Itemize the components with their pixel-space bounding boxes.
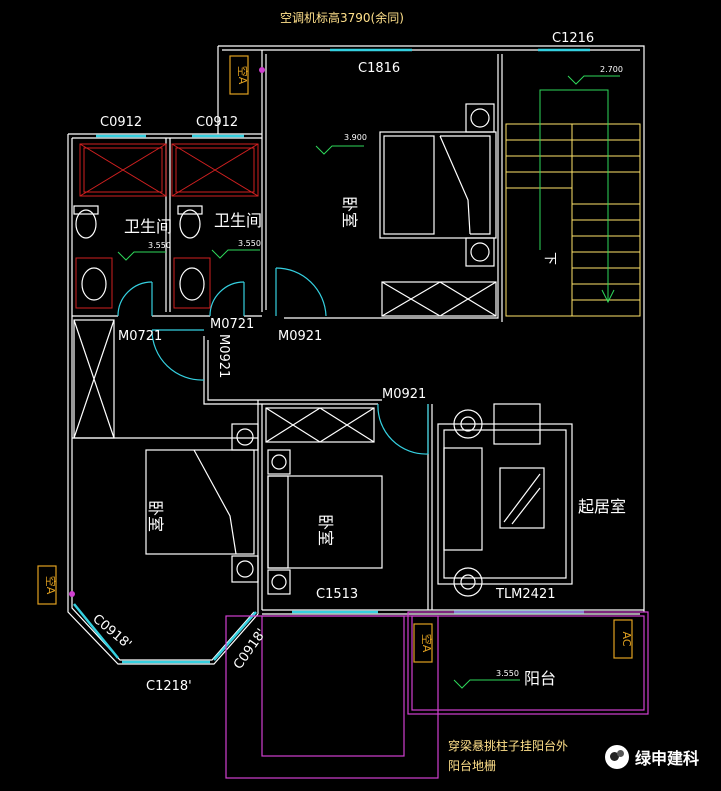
room-label-bath-1: 卫生间 xyxy=(124,217,172,236)
door-label-bath-left: M0721 xyxy=(118,329,162,344)
balcony-note-line-1: 穿梁悬挑柱子挂阳台外 xyxy=(448,738,568,753)
watermark: 绿申建科 xyxy=(604,745,699,769)
level-markers: 2.700 3.900 3.550 3.550 3.550 xyxy=(117,65,623,689)
room-label-balcony: 阳台 xyxy=(524,669,556,688)
window-label-living-door: TLM2421 xyxy=(495,587,555,602)
room-label-living: 起居室 xyxy=(578,497,626,516)
doors xyxy=(117,267,429,455)
furniture xyxy=(145,103,573,597)
labels: C1816 C1216 C0912 C0912 C1513 TLM2421 C0… xyxy=(89,31,626,773)
room-label-bedroom-left: 卧室 xyxy=(146,500,165,532)
balcony xyxy=(69,67,649,779)
window-label-stair: C1216 xyxy=(552,31,594,46)
window-label-bay-bottom: C1218' xyxy=(146,679,192,694)
ac-unit-label: 空A xyxy=(44,576,58,595)
level-bath-2: 3.550 xyxy=(238,239,261,248)
stair-direction-label: 下 xyxy=(542,252,557,265)
window-label-bath-right: C0912 xyxy=(196,115,238,130)
bathroom-fixtures xyxy=(73,143,259,439)
window-label-top-bedroom: C1816 xyxy=(358,61,400,76)
room-label-bath-2: 卫生间 xyxy=(214,211,262,230)
watermark-text: 绿申建科 xyxy=(634,749,699,768)
ac-unit-label: 空A xyxy=(236,66,250,85)
level-balcony: 3.550 xyxy=(496,669,519,678)
wechat-logo-icon xyxy=(604,745,629,769)
ac-units: 空A 空A 空A AC xyxy=(37,55,633,663)
level-bedroom-top: 3.900 xyxy=(344,133,367,142)
ac-unit-label: 空A xyxy=(420,634,434,653)
balcony-note-line-2: 阳台地栅 xyxy=(448,758,496,773)
window-label-bath-left: C0912 xyxy=(100,115,142,130)
header-note: 空调机标高3790(余同) xyxy=(280,10,404,25)
room-label-bedroom-mid: 卧室 xyxy=(316,514,335,546)
door-label-bottom-bedroom: M0921 xyxy=(382,387,426,402)
windows xyxy=(73,48,590,664)
stair xyxy=(505,89,641,317)
window-label-bottom-bedroom: C1513 xyxy=(316,587,358,602)
door-label-bath-right: M0721 xyxy=(210,317,254,332)
level-stair: 2.700 xyxy=(600,65,623,74)
ac-unit-label: AC xyxy=(620,631,633,646)
door-label-corridor: M0921 xyxy=(216,334,231,378)
door-label-top-bedroom: M0921 xyxy=(278,329,322,344)
room-label-bedroom-top: 卧室 xyxy=(340,196,359,228)
level-bath-1: 3.550 xyxy=(148,241,171,250)
